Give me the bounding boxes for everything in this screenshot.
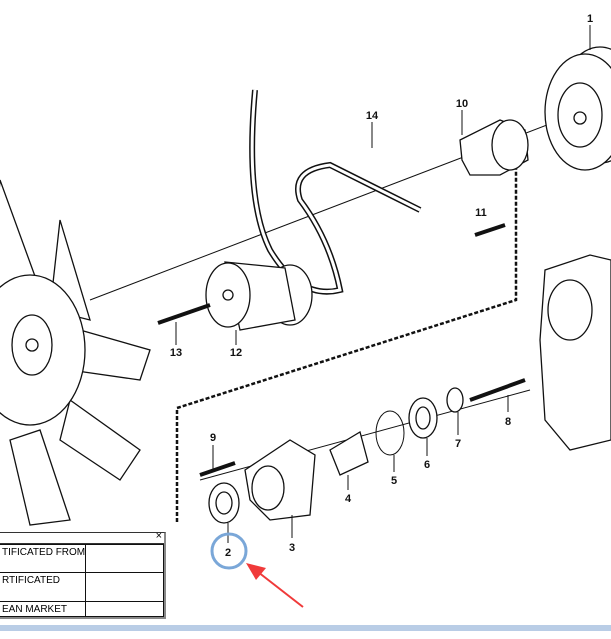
panel-title-bar: ×	[0, 530, 164, 544]
callout-13[interactable]: 13	[170, 347, 182, 359]
row-label: EAN MARKET	[0, 601, 87, 617]
washer-part-7	[446, 387, 464, 413]
callout-8[interactable]: 8	[505, 416, 511, 428]
close-icon[interactable]: ×	[155, 530, 162, 542]
table-row: EAN MARKET	[0, 601, 164, 617]
fan	[0, 179, 151, 526]
certification-table: TIFICATED FROM RTIFICATED EAN MARKET	[0, 544, 164, 617]
row-label: RTIFICATED	[0, 572, 87, 602]
row-label: TIFICATED FROM	[0, 544, 87, 573]
callout-11[interactable]: 11	[475, 207, 487, 219]
callout-7[interactable]: 7	[455, 438, 461, 450]
shaft-part-4	[329, 430, 369, 476]
bolt-part-13	[157, 303, 211, 325]
assembly-dash-line	[175, 150, 518, 522]
circlip-part-5	[375, 410, 405, 456]
pulley-part-1	[544, 46, 611, 171]
bolt-part-9	[199, 461, 236, 477]
callout-6[interactable]: 6	[424, 459, 430, 471]
water-pump-hub-part-10	[459, 119, 529, 176]
callout-2[interactable]: 2	[225, 547, 231, 559]
row-value	[85, 572, 164, 602]
row-value	[85, 601, 164, 617]
tensioner-part-12	[205, 261, 313, 331]
red-arrow-icon	[246, 563, 304, 608]
bolt-part-8	[469, 378, 526, 402]
callout-10[interactable]: 10	[456, 98, 468, 110]
row-value	[85, 544, 164, 573]
table-row: TIFICATED FROM	[0, 544, 164, 573]
callout-12[interactable]: 12	[230, 347, 242, 359]
callout-9[interactable]: 9	[210, 432, 216, 444]
callout-4[interactable]: 4	[345, 493, 352, 505]
callout-3[interactable]: 3	[289, 542, 295, 554]
bolt-part-11	[474, 223, 506, 237]
certification-panel: × TIFICATED FROM RTIFICATED EAN MARKET	[0, 530, 166, 619]
bottom-scrollbar[interactable]	[0, 625, 611, 631]
callout-1[interactable]: 1	[587, 13, 593, 25]
callout-14[interactable]: 14	[366, 110, 379, 122]
highlight-circle	[210, 532, 248, 570]
table-row: RTIFICATED	[0, 572, 164, 602]
callout-5[interactable]: 5	[391, 475, 397, 487]
